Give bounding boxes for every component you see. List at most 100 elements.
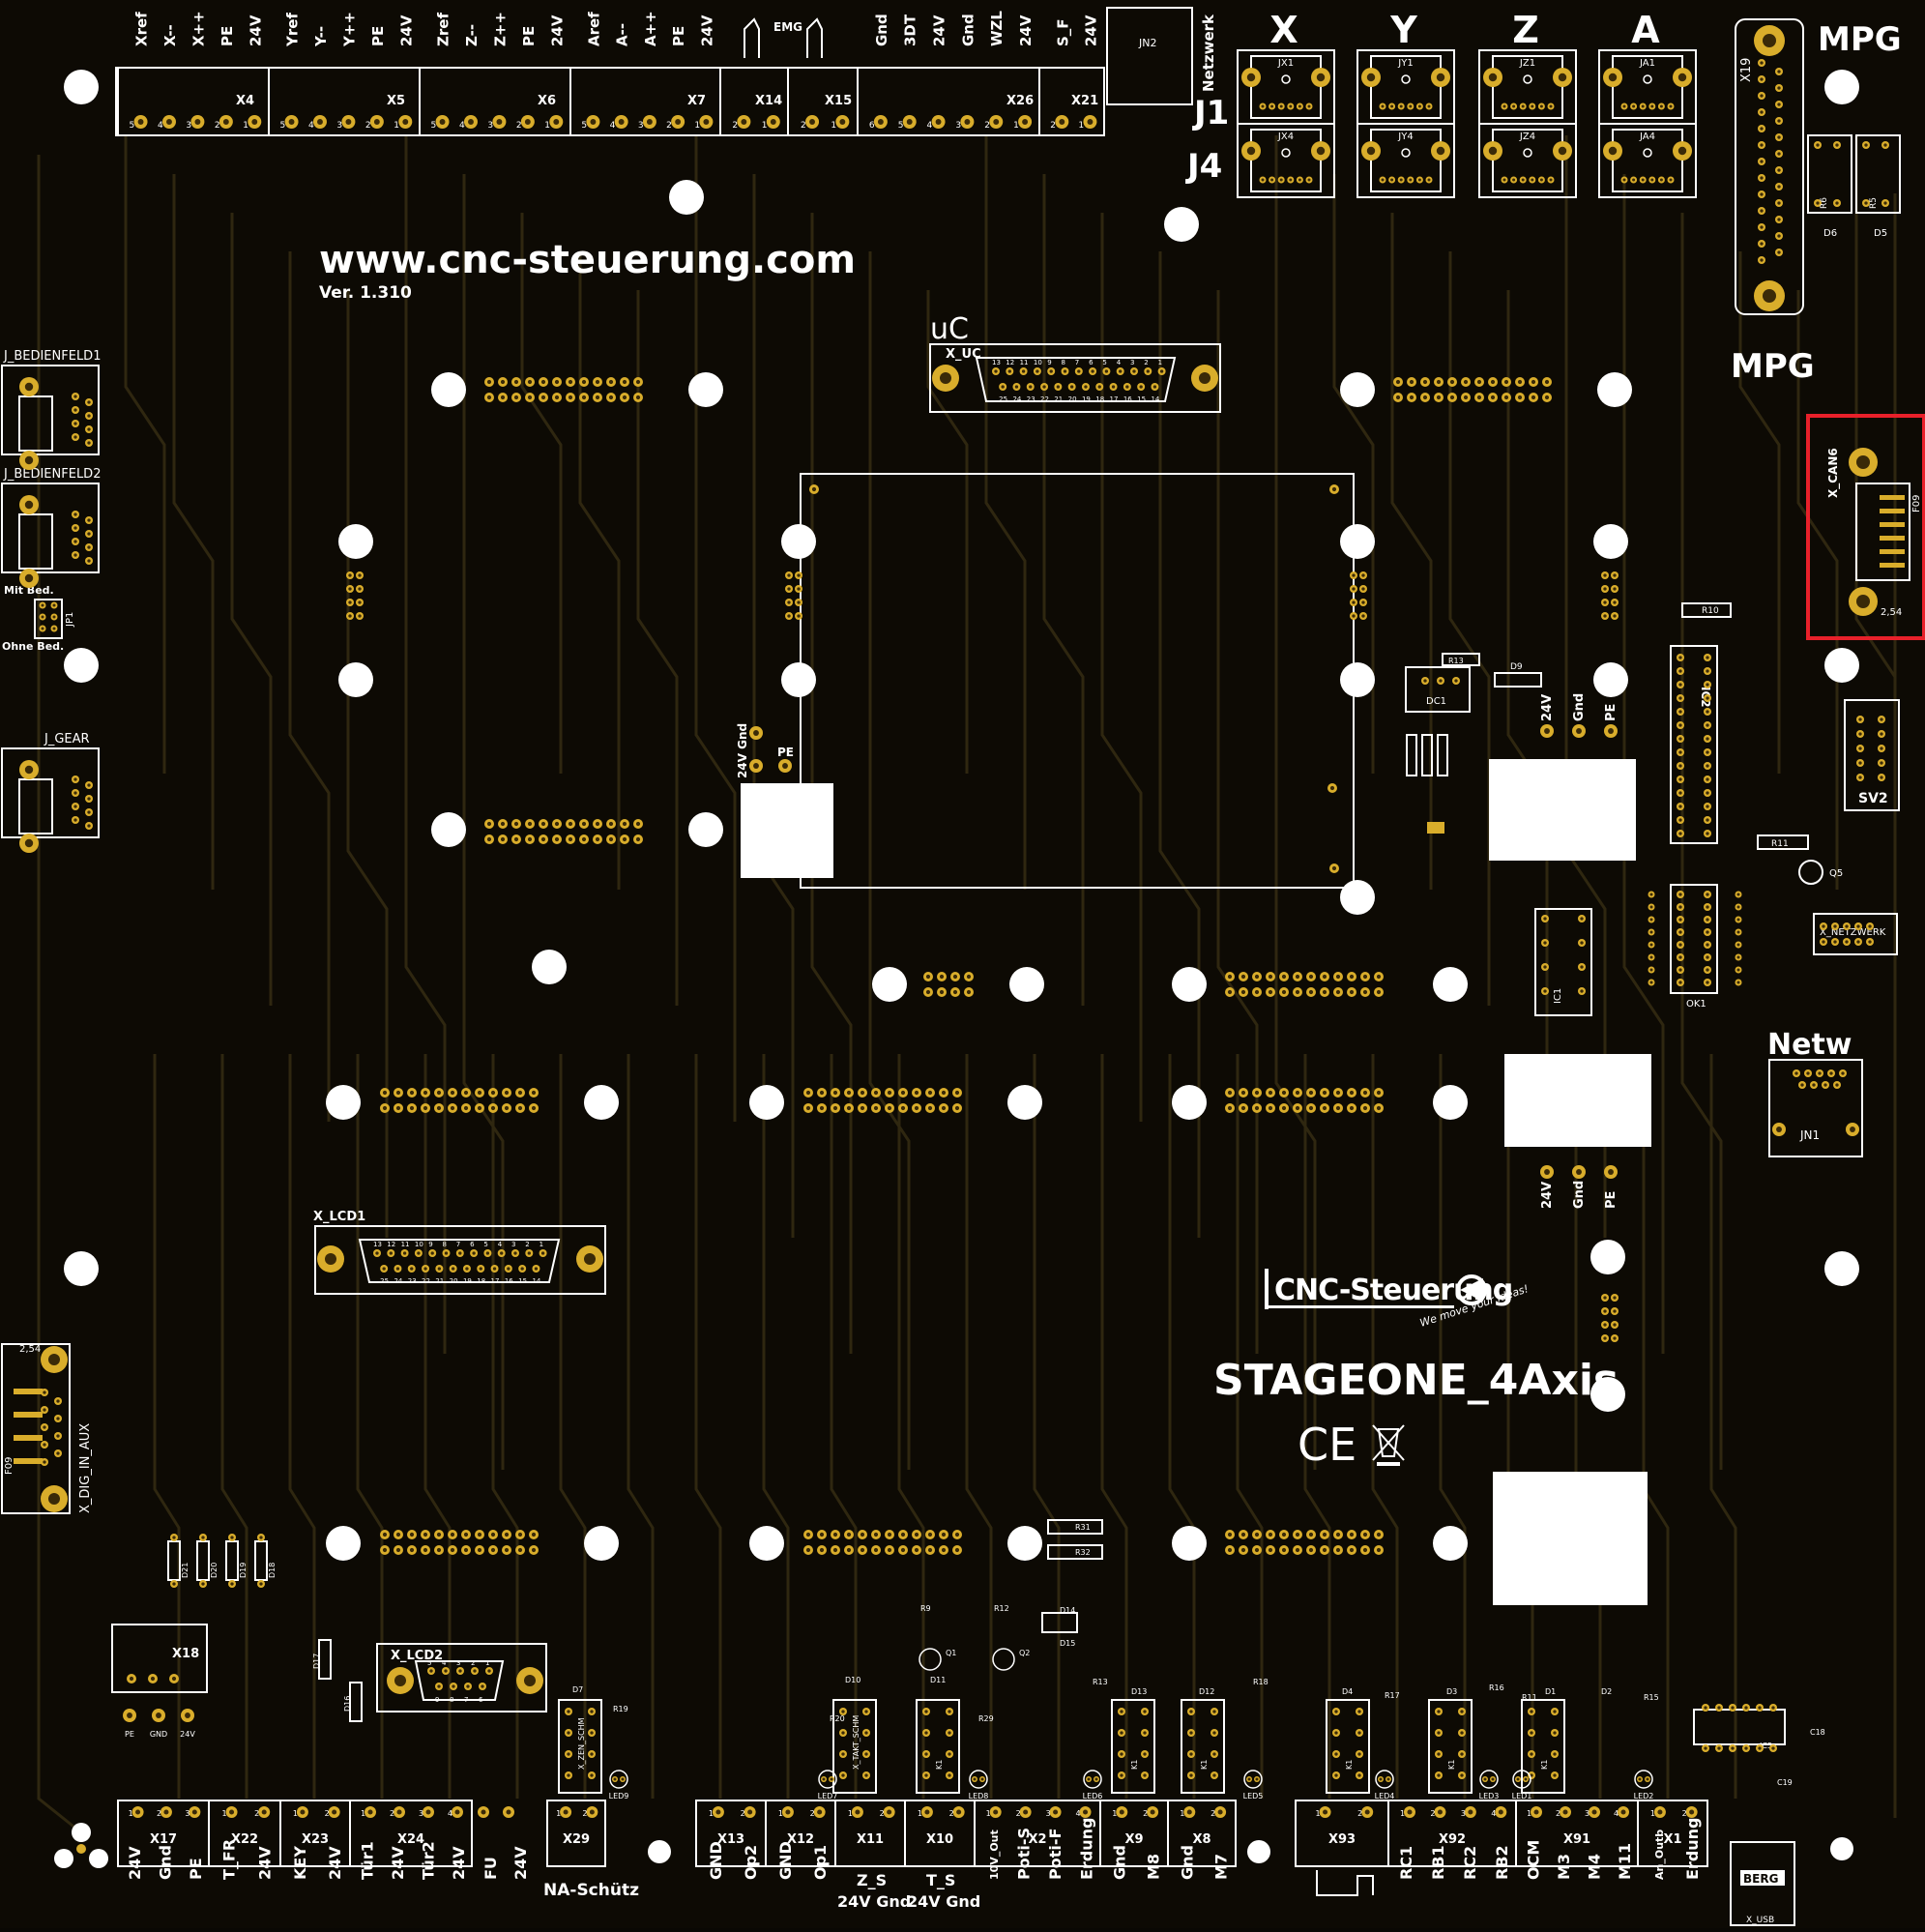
- x18-power-label: GND: [150, 1730, 167, 1739]
- module-header-pin-drill: [1254, 989, 1260, 995]
- diode-pad-drill: [259, 1582, 263, 1586]
- power-label: Gnd: [1572, 1181, 1587, 1209]
- x-can6-highlight: [1806, 414, 1925, 640]
- pin-number: 6: [869, 121, 875, 131]
- diode-pad-drill: [172, 1582, 176, 1586]
- module-header-pin-drill: [1349, 1090, 1355, 1096]
- axis-socket-pin-drill: [1307, 178, 1311, 182]
- ic-pin-drill: [1678, 656, 1682, 659]
- top-connector-name: X21: [1071, 94, 1098, 108]
- module-side-pin-drill: [1352, 600, 1356, 604]
- axis-socket-pin-drill: [1650, 178, 1654, 182]
- jp1-pin-drill: [41, 603, 44, 607]
- bottom-connector-label: PE: [187, 1858, 205, 1880]
- module-header-pin-drill: [941, 1532, 947, 1537]
- mounting-hole: [1593, 662, 1628, 697]
- bottom-connector-label: M3: [1555, 1854, 1573, 1880]
- bottom-connector-name: X2: [1028, 1832, 1046, 1847]
- module-header-pin-drill: [635, 836, 641, 842]
- diode-pad-drill: [172, 1536, 176, 1539]
- db25-pin-drill: [1152, 385, 1157, 389]
- module-header-pin-drill: [568, 379, 573, 385]
- pcb-trace: [124, 135, 166, 774]
- bottom-connector-pin-drill: [229, 1809, 235, 1815]
- bottom-connector-name: X92: [1439, 1832, 1466, 1847]
- module-side-pin-drill: [1613, 614, 1617, 618]
- module-header-pin-drill: [1517, 379, 1523, 385]
- db25-pin-drill: [1104, 369, 1109, 373]
- rj45-mount-drill: [24, 500, 34, 510]
- jn1-pin-drill: [1841, 1071, 1845, 1075]
- bottom-connector-label: 24V: [389, 1846, 407, 1880]
- jn1-pin-drill: [1835, 1083, 1839, 1087]
- module-header-pin-drill: [382, 1105, 388, 1111]
- module-header-pin-drill: [914, 1547, 919, 1553]
- top-connector-pin-drill: [288, 119, 295, 125]
- db25-pin-drill: [492, 1267, 497, 1271]
- mounting-hole: [1593, 524, 1628, 559]
- module-header-pin-drill: [1240, 1090, 1246, 1096]
- relay-pin-drill: [1530, 1710, 1533, 1713]
- bottom-connector-label: Op1: [811, 1845, 830, 1880]
- power-pad-drill: [753, 730, 759, 736]
- dig-aux-pitch-label: 2,54: [19, 1344, 41, 1355]
- relay-pin-drill: [1189, 1710, 1193, 1713]
- module-header-pin-drill: [635, 395, 641, 400]
- ic-pin-drill: [1580, 965, 1584, 969]
- bottom-connector-pin-drill: [1620, 1809, 1626, 1815]
- db25-pin-number: 15: [1137, 395, 1146, 403]
- bottom-connector-name: X17: [150, 1832, 177, 1847]
- diode-pad-drill: [201, 1582, 205, 1586]
- bottom-connector-pin-drill: [1364, 1809, 1370, 1815]
- top-connector-pin-drill: [770, 119, 776, 125]
- bottom-connector-pin-drill: [1562, 1809, 1568, 1815]
- module-header-pin-drill: [1308, 974, 1314, 980]
- db25-pin-number: 1: [1158, 359, 1162, 366]
- module-header-pin-drill: [1295, 1090, 1300, 1096]
- bottom-connector-body: [546, 1800, 606, 1867]
- dc1-pin-drill: [1454, 679, 1458, 683]
- module-side-pin-drill: [797, 600, 801, 604]
- ic-pin-drill: [1706, 893, 1709, 896]
- pin-number: 1: [1650, 1809, 1655, 1818]
- sv2-pin-drill: [1858, 717, 1862, 721]
- axis-socket-mount-drill: [1608, 146, 1618, 156]
- bottom-connector-name: X10: [926, 1832, 953, 1847]
- mpg-pin-drill: [1777, 168, 1781, 172]
- module-header-pin-drill: [463, 1105, 469, 1111]
- bottom-connector-label: M8: [1144, 1854, 1162, 1880]
- resistor-body: [1437, 734, 1448, 776]
- pin-number: 2: [325, 1809, 330, 1818]
- diode-label: D18: [268, 1563, 277, 1578]
- module-header-pin-drill: [860, 1090, 865, 1096]
- led-label: LED8: [969, 1792, 989, 1800]
- ic-pin-drill: [1706, 943, 1709, 947]
- module-header-pin-drill: [1349, 989, 1355, 995]
- module-header-pin-drill: [450, 1547, 455, 1553]
- bottom-connector-label: M11: [1616, 1843, 1634, 1880]
- mounting-hole: [64, 648, 99, 683]
- mounting-hole: [584, 1526, 619, 1561]
- module-header-pin-drill: [1240, 1532, 1246, 1537]
- pin-number: 2: [215, 121, 220, 131]
- module-header-pin-drill: [1362, 1090, 1368, 1096]
- module-header-pin-drill: [1227, 1090, 1233, 1096]
- jn1-pin-drill: [1829, 1071, 1833, 1075]
- axis-socket-label: JA1: [1639, 58, 1655, 69]
- dig-aux-pin-drill: [43, 1460, 46, 1464]
- axis-socket-key: [1401, 74, 1411, 84]
- pin-number: 1: [778, 1809, 783, 1818]
- module-side-pin-drill: [797, 573, 801, 577]
- relay-pin-drill: [1357, 1731, 1361, 1735]
- bottom-connector-label: An_Outb: [1653, 1830, 1666, 1880]
- axis-socket-body: [1237, 123, 1335, 198]
- bottom-connector-pin-drill: [715, 1809, 721, 1815]
- bottom-connector-label: 10V_Out: [988, 1830, 1001, 1880]
- bottom-connector-pin-drill: [261, 1809, 267, 1815]
- rj45-mount-drill: [24, 455, 34, 465]
- relay-label: X_TAKT_SCHM: [852, 1715, 860, 1770]
- pin-number: 2: [1143, 1809, 1148, 1818]
- mounting-hole: [1433, 1526, 1468, 1561]
- ic-pin-drill: [1706, 930, 1709, 934]
- db25-pin-drill: [1063, 369, 1067, 373]
